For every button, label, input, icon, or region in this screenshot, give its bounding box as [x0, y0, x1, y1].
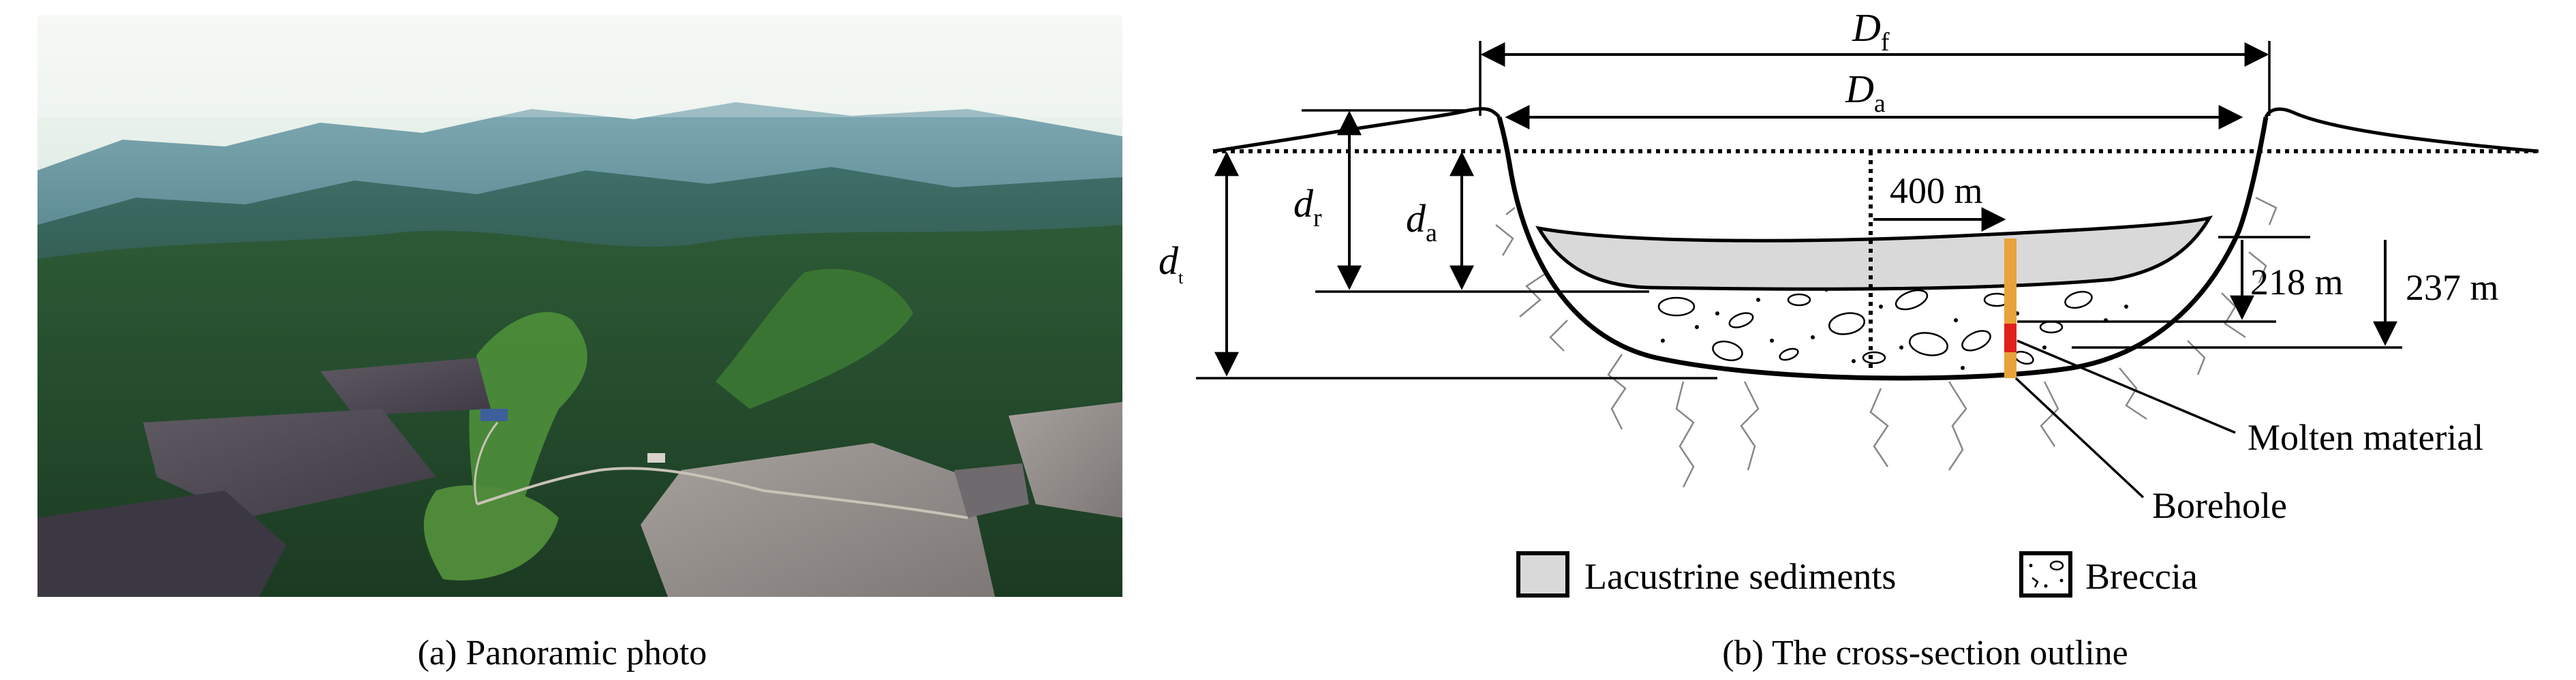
panoramic-photo [37, 15, 1122, 597]
ground-right [2264, 107, 2539, 153]
molten-leader [2017, 339, 2236, 434]
legend-swatch-lacustrine [1516, 551, 1569, 598]
Da-label: Da [1845, 67, 1886, 118]
road [476, 467, 968, 519]
dr-label: dr [1293, 181, 1322, 232]
borehole-leader [2014, 377, 2145, 499]
borehole-label: Borehole [2152, 485, 2287, 526]
borehole-bar [2004, 238, 2017, 378]
legend-label-breccia: Breccia [2085, 556, 2198, 597]
Df-label: Df [1852, 5, 1890, 57]
depth-237m-label: 237 m [2406, 267, 2499, 308]
cross-section: Df Da dr da dt 400 m 218 m 237 m Molten … [1159, 5, 2539, 598]
dt-label: dt [1159, 238, 1184, 288]
crater-wall [1497, 117, 2269, 381]
legend-label-lacustrine: Lacustrine sediments [1584, 556, 1896, 597]
molten-material-label: Molten material [2248, 417, 2483, 458]
lacustrine-sediment [1535, 215, 2213, 291]
breccia-fill [1657, 289, 2093, 365]
depth-218m-label: 218 m [2250, 262, 2344, 303]
molten-segment [2004, 324, 2017, 352]
field [320, 358, 491, 416]
legend: Lacustrine sediments Breccia [1516, 551, 2198, 598]
village-pond [480, 409, 508, 421]
photo-caption: (a) Panoramic photo [418, 634, 707, 673]
distance-400m-label: 400 m [1890, 170, 1983, 211]
ground-left [1212, 107, 1501, 153]
da-label: da [1406, 196, 1437, 247]
legend-swatch-breccia [2019, 551, 2072, 598]
valley-clearing [469, 312, 587, 518]
section-caption: (b) The cross-section outline [1722, 634, 2128, 673]
